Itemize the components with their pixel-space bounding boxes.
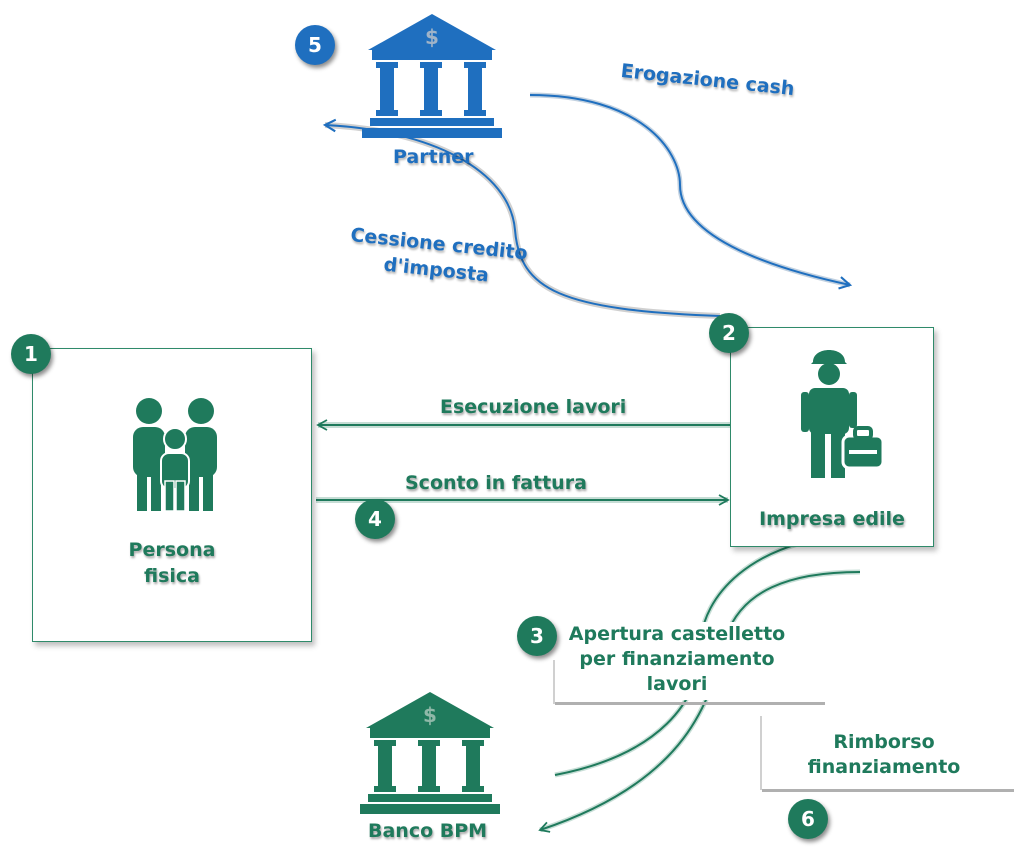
svg-text:$: $ (423, 703, 437, 727)
badge-5: 5 (295, 25, 335, 65)
construction-worker-icon (801, 350, 885, 478)
apertura-line2: per finanziamento (579, 648, 775, 670)
persona-label-line2: fisica (144, 565, 200, 587)
apertura-textbox: Apertura castelletto per finanziamento l… (555, 622, 799, 700)
badge-2: 2 (709, 313, 749, 353)
badge-3: 3 (517, 616, 557, 656)
svg-text:$: $ (425, 25, 439, 49)
apertura-underline (555, 702, 825, 705)
rimborso-leftline (760, 716, 762, 790)
rimborso-line2: finanziamento (807, 756, 961, 778)
persona-label-line1: Persona (128, 539, 216, 561)
cessione-arrow (322, 118, 721, 319)
apertura-line1: Apertura castelletto (568, 623, 786, 645)
rimborso-underline (762, 789, 1014, 792)
erogazione-arrow (529, 92, 853, 290)
rimborso-textbox: Rimborso finanziamento (762, 730, 1006, 782)
persona-fisica-box: Persona fisica (32, 348, 312, 642)
partner-bank-icon: $ (362, 14, 502, 138)
family-icon (133, 398, 217, 512)
banco-label: Banco BPM (368, 820, 488, 842)
badge-1: 1 (11, 334, 51, 374)
esecuzione-label: Esecuzione lavori (440, 396, 627, 418)
apertura-line3: lavori (646, 673, 708, 695)
partner-label: Partner (393, 146, 474, 168)
badge-4: 4 (355, 499, 395, 539)
apertura-leftline (553, 660, 555, 704)
sconto-label: Sconto in fattura (405, 472, 587, 494)
badge-6: 6 (788, 799, 828, 839)
impresa-edile-box: Impresa edile (730, 327, 934, 547)
impresa-label: Impresa edile (759, 508, 905, 530)
rimborso-line1: Rimborso (833, 731, 935, 753)
banco-bank-icon: $ (360, 692, 500, 814)
